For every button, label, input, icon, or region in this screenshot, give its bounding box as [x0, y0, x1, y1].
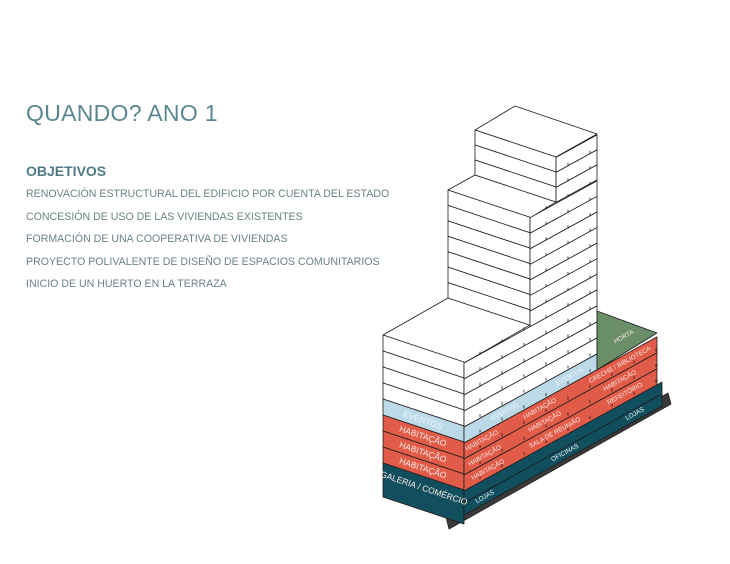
- roof-horta: [596, 310, 658, 371]
- objective-item: RENOVACIÓN ESTRUCTURAL DEL EDIFICIO POR …: [26, 188, 390, 200]
- objective-item: CONCESIÓN DE USO DE LAS VIVIENDAS EXISTE…: [26, 210, 303, 223]
- tower-floor-right: [555, 164, 598, 203]
- page-title: QUANDO? ANO 1: [26, 100, 218, 126]
- objectives-list: RENOVACIÓN ESTRUCTURAL DEL EDIFICIO POR …: [26, 187, 389, 300]
- objectives-heading: OBJETIVOS: [26, 163, 107, 179]
- objective-item: FORMACIÓN DE UNA COOPERATIVA DE VIVIENDA…: [26, 233, 288, 245]
- objective-item: PROYECTO POLIVALENTE DE DISEÑO DE ESPACI…: [26, 255, 380, 268]
- floor-galeria-left: [382, 462, 465, 525]
- objective-item: INICIO DE UN HUERTO EN LA TERRAZA: [26, 278, 227, 290]
- floor-comercio-right-lower: [463, 393, 663, 516]
